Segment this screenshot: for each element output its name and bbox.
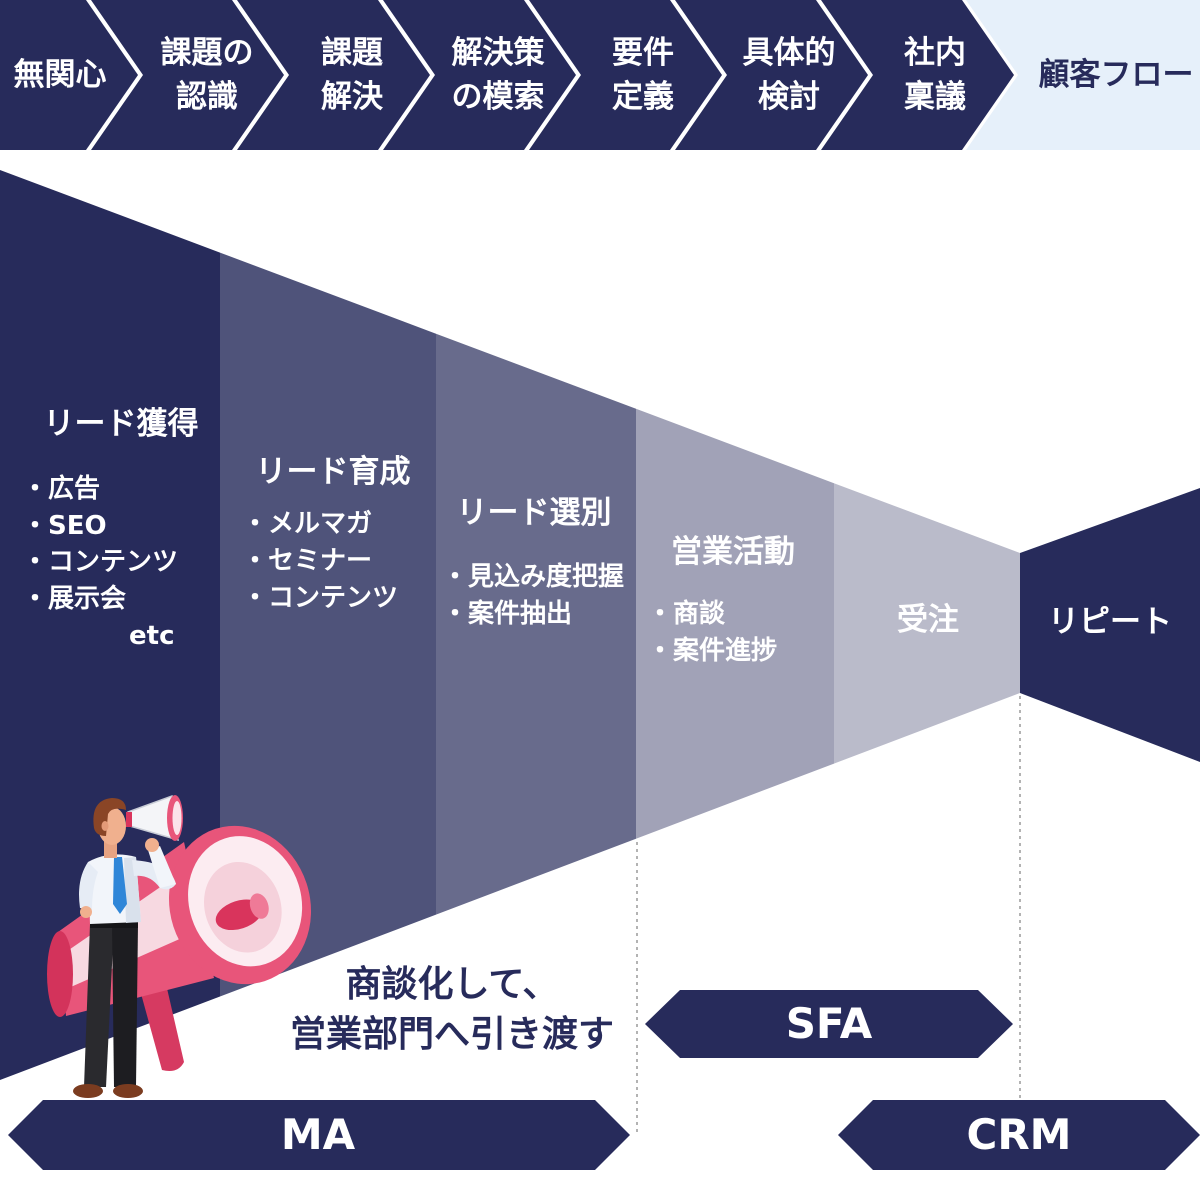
handoff-message-line-2: 営業部門へ引き渡す [289, 1014, 614, 1055]
stage-repeat-title: リピート [1048, 604, 1172, 640]
stage-lead-acquisition-items: ・広告 ・SEO ・コンテンツ ・展示会 [22, 471, 178, 617]
crm-arrow-banner [838, 1100, 1200, 1170]
flow-step-requirements-definition: 要件 定義 [573, 0, 713, 150]
flow-step-line: 課題の [160, 35, 254, 71]
flow-step-line: 要件 [612, 35, 674, 71]
stage-sales-activity-items: ・商談 ・案件進捗 [647, 596, 777, 670]
ear [101, 821, 109, 831]
customer-flow-label-text: 顧客フロー [1038, 57, 1194, 93]
handheld-megaphone-inner [172, 801, 182, 835]
list-item: ・コンテンツ [242, 583, 399, 613]
flow-step-line: 検討 [758, 79, 820, 115]
left-shoe [73, 1084, 103, 1098]
left-leg [84, 924, 114, 1087]
list-item: ・SEO [22, 510, 107, 541]
list-item: ・案件進捗 [647, 636, 778, 666]
flow-step-chevron-6 [675, 0, 868, 150]
flow-step-detailed-review: 具体的 検討 [719, 0, 859, 150]
sfa-arrow-banner [645, 990, 1013, 1058]
sales-funnel [0, 170, 1200, 1080]
ma-arrow-banner [8, 1100, 630, 1170]
flow-step-chevron-3 [237, 0, 430, 150]
stage-lead-nurturing-items: ・メルマガ ・セミナー ・コンテンツ [242, 506, 398, 617]
flow-step-internal-approval: 社内 稟議 [865, 0, 1005, 150]
funnel-stage-order-received [834, 483, 1020, 764]
customer-flow-bar [0, 0, 1200, 150]
handoff-message: 商談化して、 営業部門へ引き渡す [252, 960, 652, 1060]
list-item: ・商談 [647, 599, 726, 629]
flow-step-indifference: 無関心 [0, 0, 120, 150]
flow-step-line: 稟議 [904, 79, 966, 115]
flow-step-line: 課題 [321, 35, 383, 71]
list-item: ・メルマガ [242, 509, 373, 539]
businessman-illustration [73, 794, 183, 1098]
flow-step-line: 解決策 [451, 35, 545, 71]
left-hand [80, 906, 92, 918]
funnel-stage-repeat [1020, 488, 1200, 762]
crm-label: CRM [966, 1110, 1072, 1159]
list-item: ・セミナー [242, 546, 373, 576]
right-shoe [113, 1084, 143, 1098]
customer-flow-label: 顧客フロー [1034, 0, 1198, 150]
flow-step-chevron-4 [383, 0, 576, 150]
flow-step-chevron-5 [529, 0, 722, 150]
funnel-stage-lead-qualification [436, 333, 636, 915]
tie [113, 857, 127, 914]
stage-order-received-title: 受注 [897, 602, 959, 638]
stage-lead-nurturing-title: リード育成 [255, 454, 411, 490]
list-item: ・展示会 [22, 583, 127, 614]
flow-step-chevron-2 [91, 0, 284, 150]
list-item: ・見込み度把握 [442, 562, 625, 592]
handheld-megaphone-icon [126, 794, 183, 842]
handoff-message-line-1: 商談化して、 [345, 964, 559, 1005]
megaphone-driver-tip [249, 893, 269, 919]
list-item: ・案件抽出 [442, 599, 573, 629]
ma-label: MA [280, 1110, 356, 1159]
flow-step-line: 具体的 [742, 35, 836, 71]
customer-flow-label-background [966, 0, 1200, 150]
right-leg [112, 924, 138, 1087]
stage-lead-qualification-items: ・見込み度把握 ・案件抽出 [442, 559, 624, 633]
flow-step-line: 定義 [612, 79, 674, 115]
funnel-stage-lead-nurturing [220, 252, 436, 997]
megaphone-rear-cap [47, 931, 73, 1017]
belt [90, 920, 138, 928]
flow-step-problem-solving: 課題 解決 [282, 0, 422, 150]
flow-step-line: 社内 [904, 35, 966, 71]
flow-step-line: 認識 [176, 79, 238, 115]
stage-lead-acquisition-title: リード獲得 [43, 406, 199, 442]
right-hand [145, 838, 159, 852]
left-arm [79, 862, 98, 910]
flow-step-line: 無関心 [13, 57, 107, 93]
list-item: ・コンテンツ [22, 547, 179, 577]
flow-step-problem-awareness: 課題の 認識 [137, 0, 277, 150]
flow-step-chevron-7 [821, 0, 1014, 150]
megaphone-mouth [168, 825, 312, 985]
sfa-label: SFA [785, 999, 873, 1048]
stage-lead-qualification-title: リード選別 [456, 495, 612, 531]
handheld-megaphone-mouthpiece [126, 812, 132, 827]
right-forearm [148, 846, 176, 888]
flow-step-line: の模索 [451, 79, 545, 115]
flow-step-solution-search: 解決策 の模索 [428, 0, 568, 150]
funnel-stage-sales-activity [636, 408, 834, 839]
funnel-stage-lead-acquisition [0, 170, 220, 1080]
flow-step-line: 解決 [321, 79, 383, 115]
flow-step-chevron-1 [0, 0, 138, 150]
list-item: ・広告 [22, 474, 101, 504]
stage-lead-acquisition-note: etc [129, 621, 175, 651]
stage-sales-activity-title: 営業活動 [671, 534, 795, 570]
megaphone-handle [140, 984, 184, 1071]
